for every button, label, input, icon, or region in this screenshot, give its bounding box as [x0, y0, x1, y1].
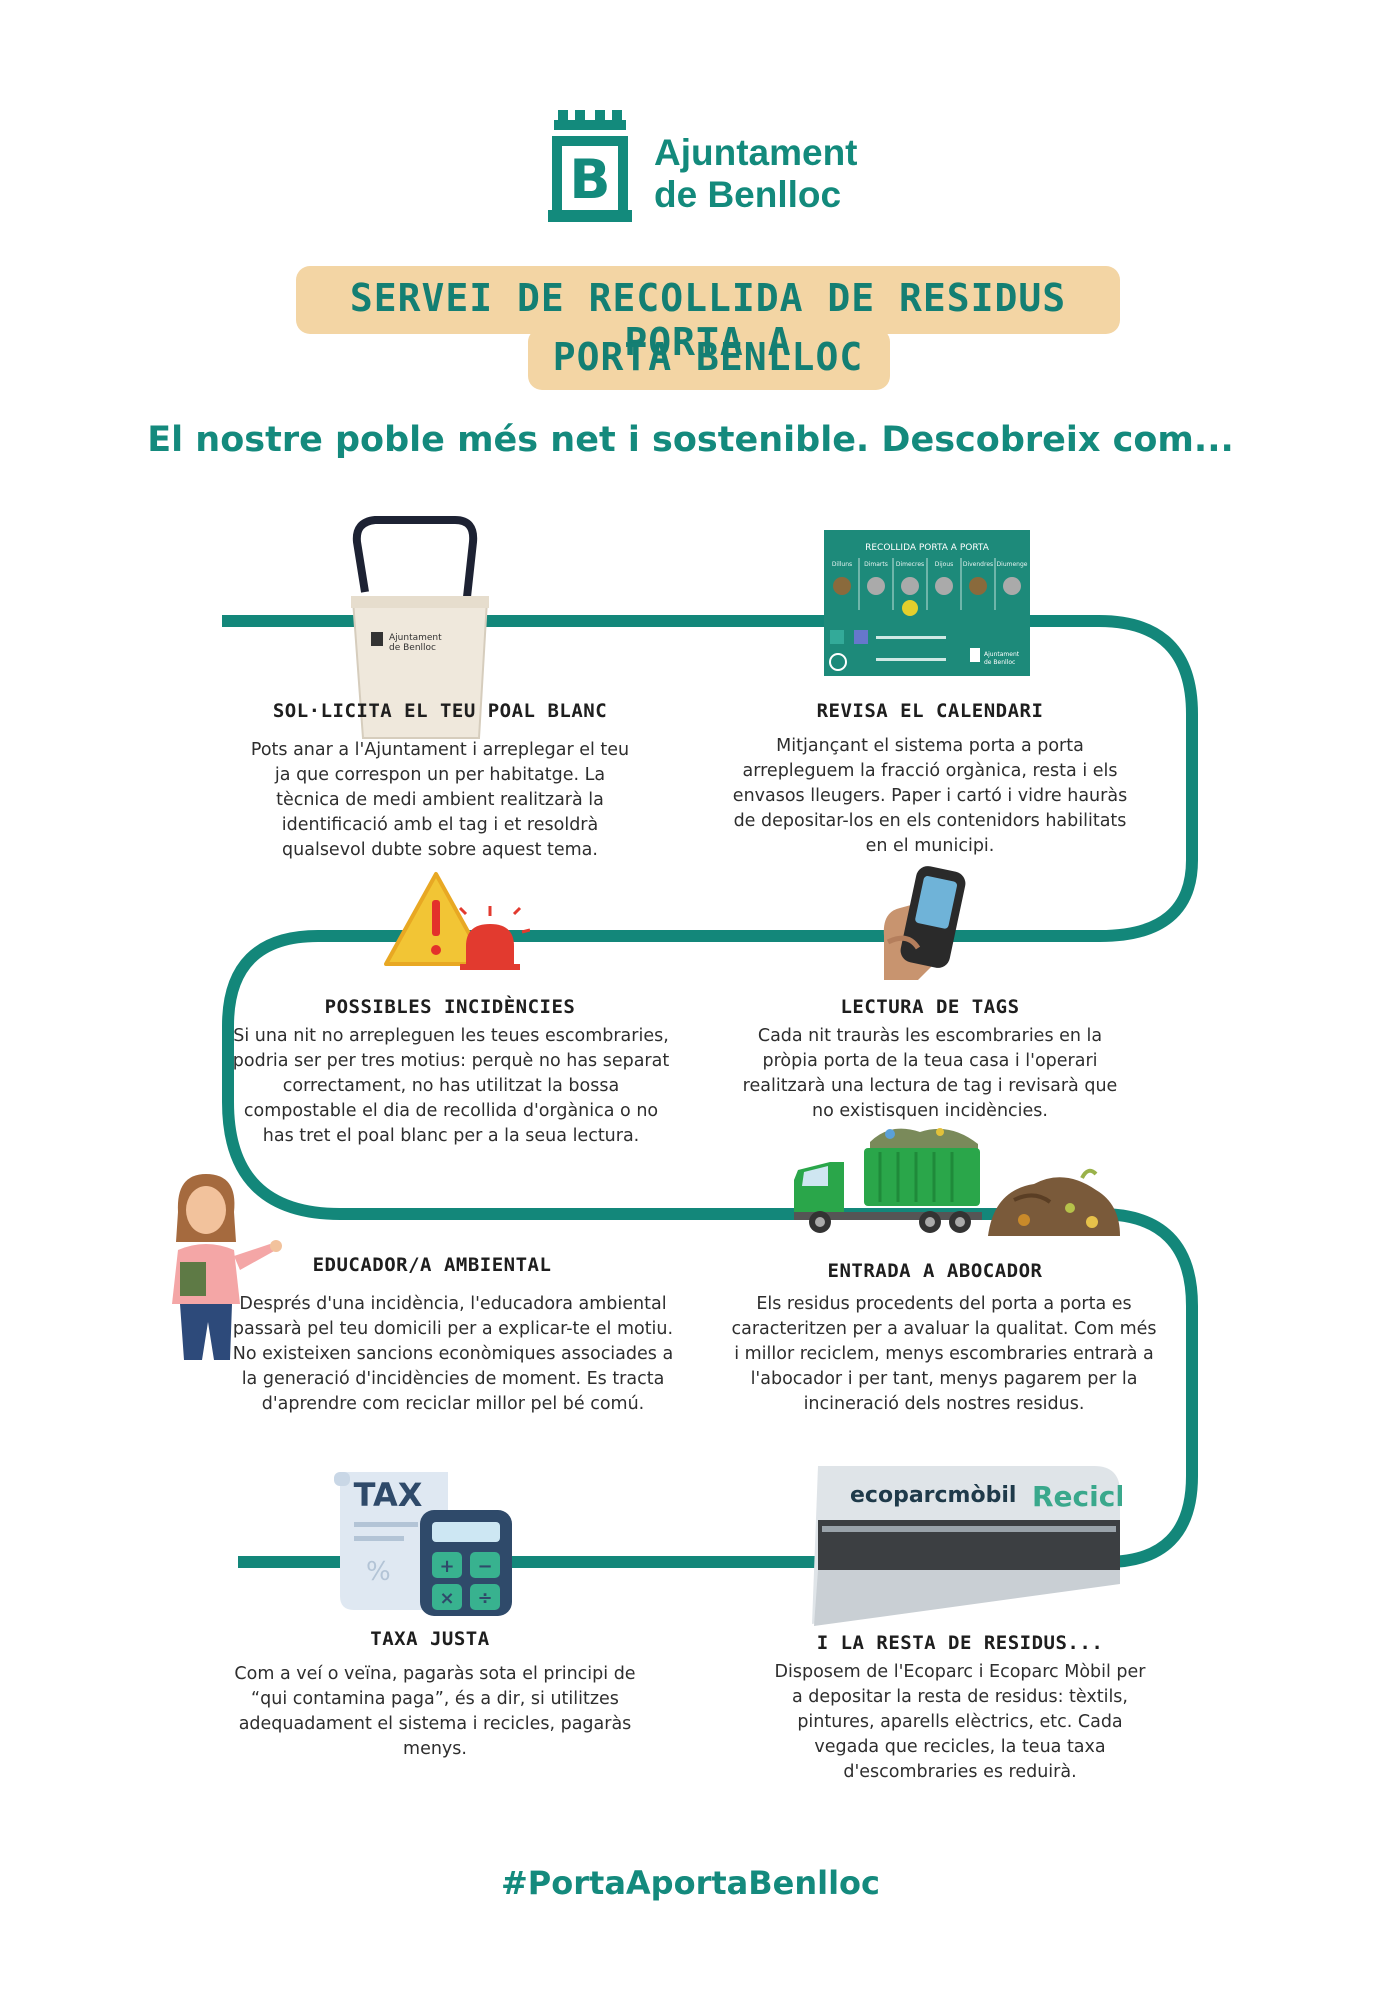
tag-scanner-image — [883, 866, 966, 980]
step-2-line: Mitjançant el sistema porta a porta — [776, 736, 1084, 756]
step-7-line: menys. — [403, 1739, 467, 1759]
step-6-title: ENTRADA A ABOCADOR — [827, 1260, 1043, 1282]
svg-text:%: % — [366, 1557, 391, 1587]
bucket-label-line1: Ajuntament — [389, 633, 442, 643]
step-5-line: passarà pel teu domicili per a explicar-… — [232, 1319, 674, 1339]
step-5-title: EDUCADOR/A AMBIENTAL — [312, 1254, 552, 1276]
environmental-educator-image — [172, 1174, 282, 1360]
step-6-description: Els residus procedents del porta a porta… — [714, 1292, 1174, 1417]
cal-day-3: Dimecres — [896, 561, 924, 568]
hashtag: #PortaAportaBenlloc — [500, 1864, 880, 1902]
cal-day-4: Dijous — [935, 561, 954, 568]
cal-day-2: Dimarts — [864, 561, 888, 568]
ecoparc-mobile-image: ecoparcmòbil Recicla — [812, 1466, 1122, 1626]
calendar-logo-line2: de Benlloc — [984, 659, 1015, 666]
step-3-line: Si una nit no arrepleguen les teues esco… — [233, 1026, 669, 1046]
title-banner-bottom — [528, 328, 890, 390]
title-line-2: PORTA BENLLOC — [552, 335, 864, 379]
step-8-line: vegada que recicles, la teua taxa — [814, 1737, 1106, 1757]
cal-day-6: Diumenge — [997, 561, 1028, 568]
step-7-description: Com a veí o veïna, pagaràs sota el princ… — [220, 1662, 650, 1762]
step-8-description: Disposem de l'Ecoparc i Ecoparc Mòbil pe… — [740, 1660, 1180, 1785]
calendar-header: RECOLLIDA PORTA A PORTA — [865, 543, 990, 553]
step-5-line: Després d'una incidència, l'educadora am… — [239, 1294, 667, 1314]
ecoparc-label: ecoparcmòbil — [850, 1483, 1016, 1508]
step-1-title: SOL·LICITA EL TEU POAL BLANC — [272, 700, 608, 722]
subtitle: El nostre poble més net i sostenible. De… — [147, 420, 1234, 460]
svg-text:×: × — [439, 1588, 454, 1609]
step-4-title: LECTURA DE TAGS — [840, 996, 1020, 1018]
step-6-line: l'abocador i per tant, menys pagarem per… — [750, 1369, 1138, 1389]
step-1-description: Pots anar a l'Ajuntament i arreplegar el… — [220, 738, 660, 863]
logo-name-line1: Ajuntament — [654, 132, 858, 173]
step-6-line: Els residus procedents del porta a porta… — [756, 1294, 1132, 1314]
step-3-title: POSSIBLES INCIDÈNCIES — [324, 996, 576, 1018]
garbage-truck-image — [794, 1128, 982, 1233]
step-6-line: caracteritzen per a avaluar la qualitat.… — [731, 1319, 1157, 1339]
step-7-line: Com a veí o veïna, pagaràs sota el princ… — [234, 1664, 636, 1684]
recicla-label: Recicla — [1032, 1480, 1122, 1513]
step-8-title: I LA RESTA DE RESIDUS... — [816, 1632, 1104, 1654]
step-3-description: Si una nit no arrepleguen les teues esco… — [216, 1024, 686, 1149]
step-5-line: No existeixen sancions econòmiques assoc… — [232, 1344, 674, 1364]
svg-text:+: + — [439, 1556, 454, 1577]
step-8-line: Disposem de l'Ecoparc i Ecoparc Mòbil pe… — [774, 1662, 1146, 1682]
bucket-label-line2: de Benlloc — [389, 643, 436, 653]
step-2-line: de depositar-los en els contenidors habi… — [733, 811, 1127, 831]
tax-calculator-icon: TAX % + − × ÷ — [334, 1472, 512, 1616]
step-8-line: d'escombraries es reduirà. — [843, 1762, 1077, 1782]
step-1-line: ja que correspon un per habitatge. La — [274, 765, 606, 785]
warning-siren-icon — [384, 872, 530, 970]
calendar-logo-line1: Ajuntament — [984, 651, 1020, 658]
step-6-line: incineració dels nostres residus. — [803, 1394, 1085, 1414]
step-7-title: TAXA JUSTA — [370, 1628, 490, 1650]
step-4-line: pròpia porta de la teua casa i l'operari — [762, 1051, 1098, 1071]
step-2-line: envasos lleugers. Paper i cartó i vidre … — [732, 786, 1128, 806]
cal-day-1: Dilluns — [832, 561, 852, 568]
step-3-line: podria ser per tres motius: perquè no ha… — [232, 1051, 670, 1071]
step-2-title: REVISA EL CALENDARI — [816, 700, 1044, 722]
step-3-line: has tret el poal blanc per a la seua lec… — [262, 1126, 640, 1146]
step-5-line: d'aprendre com reciclar millor pel bé co… — [261, 1394, 645, 1414]
calendar-image: RECOLLIDA PORTA A PORTA Dilluns Dimarts … — [824, 530, 1030, 676]
step-6-line: i millor reciclem, menys escombraries en… — [734, 1344, 1154, 1364]
compost-pile-image — [988, 1168, 1120, 1236]
step-5-description: Després d'una incidència, l'educadora am… — [210, 1292, 696, 1417]
svg-text:÷: ÷ — [477, 1588, 492, 1609]
tax-label: TAX — [354, 1476, 423, 1514]
step-5-line: la generació d'incidències de moment. Es… — [241, 1369, 665, 1389]
title-line-1: SERVEI DE RECOLLIDA DE RESIDUS PORTA A — [349, 276, 1067, 364]
step-3-line: compostable el dia de recollida d'orgàni… — [243, 1101, 659, 1121]
step-7-line: “qui contamina paga”, és a dir, si utili… — [251, 1689, 619, 1709]
logo-name: Ajuntament de Benlloc — [654, 132, 858, 216]
step-8-line: a depositar la resta de residus: tèxtils… — [791, 1687, 1128, 1707]
step-1-line: Pots anar a l'Ajuntament i arreplegar el… — [250, 740, 630, 760]
title-banner-top — [296, 266, 1120, 334]
logo-name-line2: de Benlloc — [654, 174, 842, 215]
step-4-description: Cada nit trauràs les escombraries en la … — [720, 1024, 1140, 1124]
svg-text:−: − — [477, 1556, 492, 1577]
step-4-line: no existisquen incidències. — [812, 1101, 1048, 1121]
cal-day-5: Divendres — [963, 561, 993, 568]
step-2-line: en el municipi. — [865, 836, 995, 856]
step-4-line: realitzarà una lectura de tag i revisarà… — [742, 1076, 1118, 1096]
step-3-line: correctament, no has utilitzat la bossa — [282, 1076, 620, 1096]
step-4-line: Cada nit trauràs les escombraries en la — [757, 1026, 1103, 1046]
step-8-line: pintures, aparells elèctrics, etc. Cada — [797, 1712, 1123, 1732]
step-7-line: adequadament el sistema i recicles, paga… — [238, 1714, 632, 1734]
benlloc-crest-logo: B — [548, 110, 632, 222]
svg-text:B: B — [569, 148, 610, 211]
step-1-line: identificació amb el tag i et resoldrà — [281, 815, 599, 835]
step-2-line: arrepleguem la fracció orgànica, resta i… — [742, 761, 1118, 781]
step-2-description: Mitjançant el sistema porta a porta arre… — [700, 734, 1160, 859]
step-1-line: qualsevol dubte sobre aquest tema. — [282, 840, 598, 860]
white-bucket-image: Ajuntament de Benlloc — [351, 516, 489, 739]
step-1-line: tècnica de medi ambient realitzarà la — [276, 790, 604, 810]
